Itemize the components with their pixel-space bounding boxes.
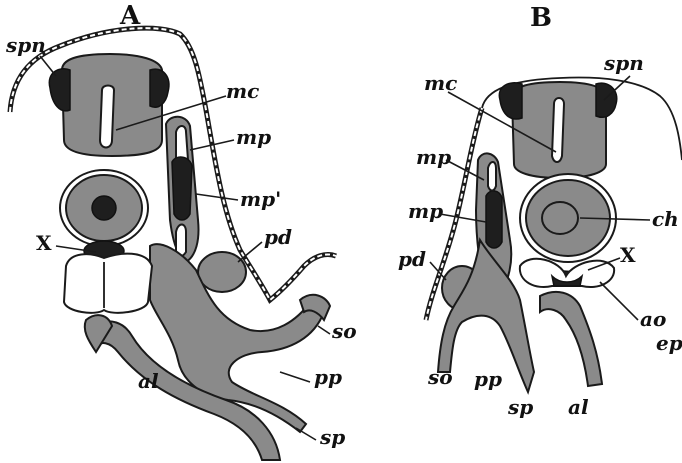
b-label-spn: spn [603, 51, 644, 75]
a-label-al: al [138, 369, 159, 393]
a-label-mp: mp [236, 125, 271, 149]
panel-b: B spn mc mp mp ch X pd ao [398, 3, 682, 419]
a-label-mc: mc [226, 79, 259, 103]
b-label-ao: ao [640, 307, 666, 331]
a-label-x: X [36, 231, 52, 255]
b-medullary-canal [552, 98, 564, 162]
b-mesoblast-dark [486, 191, 502, 248]
panel-b-title: B [530, 3, 552, 33]
a-medullary-canal [100, 86, 114, 148]
panel-a: A spn mc mp mp' X [5, 1, 357, 460]
b-label-sp: sp [507, 395, 533, 419]
b-label-ch: ch [652, 207, 679, 231]
a-label-so: so [331, 319, 357, 343]
a-label-sp: sp [319, 425, 345, 449]
a-pronephric-duct [198, 252, 246, 292]
b-label-pp: pp [474, 367, 502, 391]
a-mesoblast-dark [172, 157, 192, 220]
b-spinal-ganglion-left [499, 83, 522, 119]
b-label-x: X [620, 243, 636, 267]
a-spinal-ganglion-left [49, 69, 70, 111]
b-notochord-core [542, 202, 578, 234]
b-label-mp-lower: mp [408, 199, 443, 223]
b-label-pd: pd [398, 247, 426, 271]
a-gut-cavity [64, 254, 152, 313]
a-spinal-ganglion-right [150, 69, 169, 107]
a-yolk-wall [85, 315, 112, 352]
a-notochord-core [92, 196, 116, 220]
b-label-al: al [568, 395, 589, 419]
a-label-pp: pp [314, 365, 342, 389]
b-label-ep: ep [656, 331, 682, 355]
a-label-mp-prime: mp' [240, 187, 281, 211]
b-label-so: so [427, 365, 453, 389]
b-splanchnopleure [540, 292, 602, 386]
b-label-mc: mc [424, 71, 457, 95]
a-label-spn: spn [5, 33, 46, 57]
b-label-mp-upper: mp [416, 145, 451, 169]
b-spinal-ganglion-right [596, 83, 617, 117]
a-label-pd: pd [264, 225, 292, 249]
